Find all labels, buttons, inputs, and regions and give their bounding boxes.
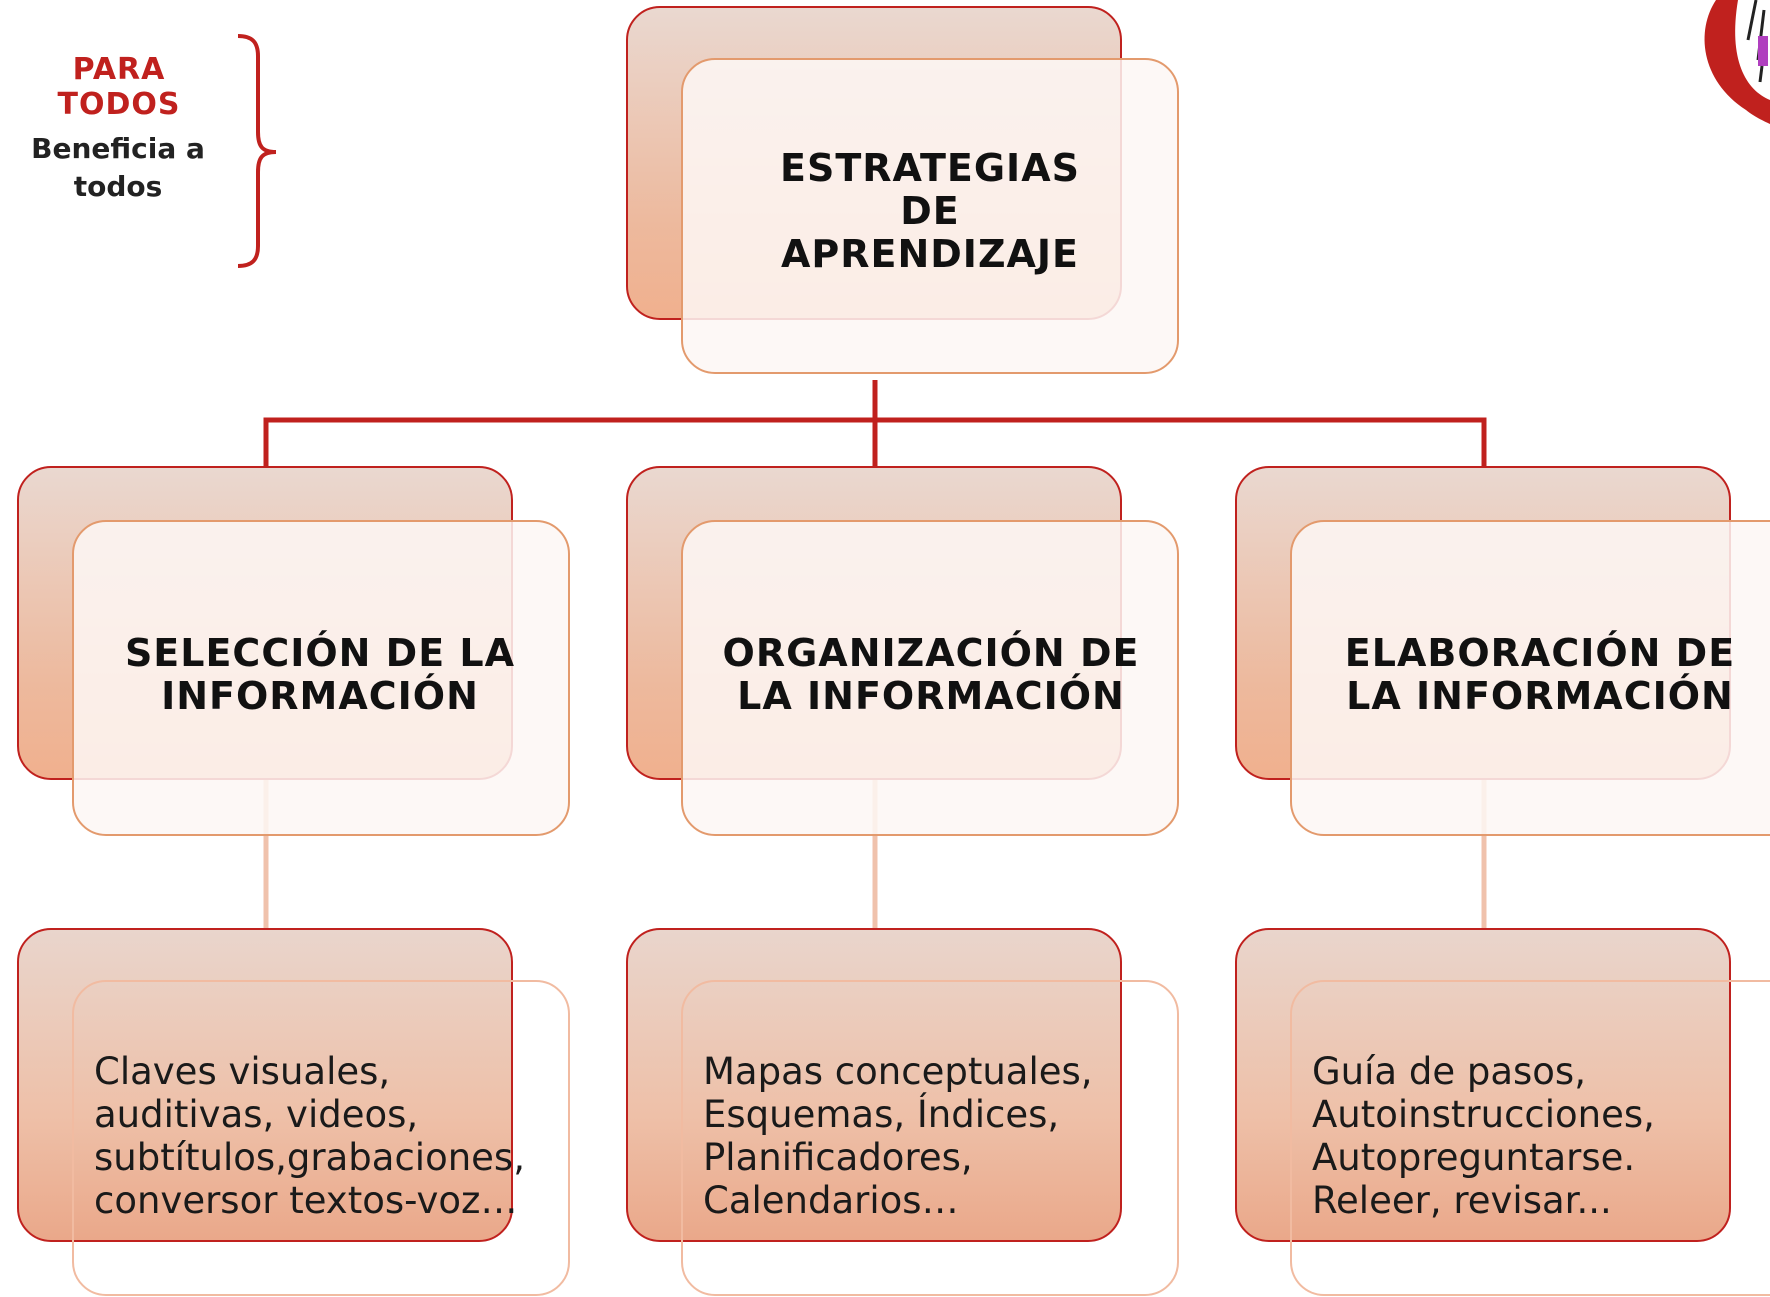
category-node-2 (681, 520, 1179, 836)
side-note-title: PARA TODOS (57, 52, 181, 122)
detail-node-1 (72, 980, 570, 1296)
category-node-3 (1290, 520, 1770, 836)
category-node-1 (72, 520, 570, 836)
category-label-1: SELECCIÓN DE LA INFORMACIÓN (124, 631, 516, 718)
category-label-3: ELABORACIÓN DE LA INFORMACIÓN (1344, 631, 1736, 718)
category-label-2: ORGANIZACIÓN DE LA INFORMACIÓN (722, 631, 1140, 718)
side-note-subtitle: Beneficia a todos (31, 132, 205, 203)
detail-text-3: Guía de pasos, Autoinstrucciones, Autopr… (1312, 1050, 1655, 1222)
detail-text-1: Claves visuales, auditivas, videos, subt… (94, 1050, 525, 1222)
detail-node-3 (1290, 980, 1770, 1296)
logo-icon (1704, 0, 1770, 124)
root-node (681, 58, 1179, 374)
root-node-label: ESTRATEGIAS DE APRENDIZAJE (780, 146, 1080, 276)
detail-node-2 (681, 980, 1179, 1296)
detail-text-2: Mapas conceptuales, Esquemas, Índices, P… (703, 1050, 1093, 1222)
curly-brace-icon (237, 34, 277, 268)
